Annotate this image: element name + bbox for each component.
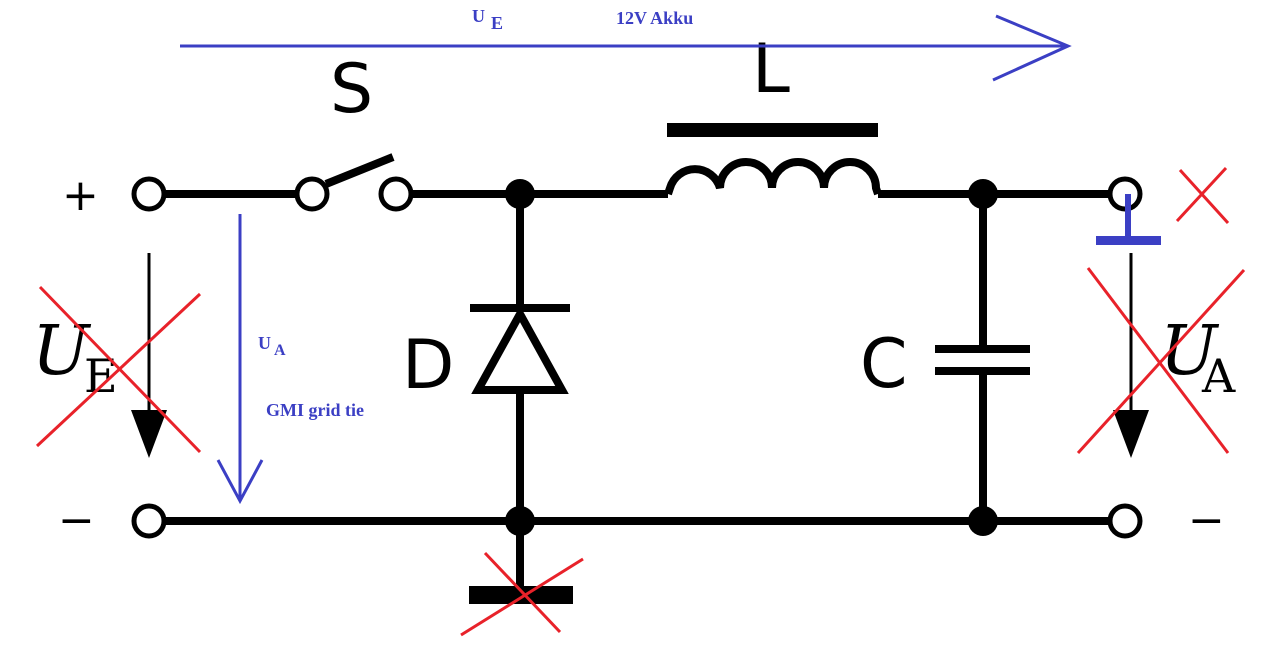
red-cross-ground	[460, 551, 584, 637]
capacitor-c	[935, 345, 1030, 375]
annotation-ue-symbol: U	[472, 6, 485, 26]
inductor-label: L	[752, 30, 790, 109]
red-cross-ue	[35, 285, 202, 454]
ground-bar	[469, 586, 573, 604]
diode-d	[470, 304, 570, 394]
switch-blade	[324, 153, 395, 188]
switch-label: S	[330, 50, 373, 129]
minus-label-right: −	[1188, 495, 1225, 546]
blue-arrow-left-head	[216, 459, 264, 505]
annotation-ue-subscript: E	[491, 13, 503, 33]
annotation-top-arrow	[180, 14, 1072, 82]
inductor-coil	[664, 158, 882, 196]
inductor-core-bar	[667, 123, 878, 137]
blue-arrow-top-head	[992, 14, 1072, 82]
diode-label: D	[402, 326, 454, 405]
plus-label-left: +	[62, 170, 99, 221]
junction-nodes	[505, 179, 998, 536]
ua-subscript: A	[1201, 349, 1236, 403]
node-bottom-cap	[968, 506, 998, 536]
wires	[162, 190, 1111, 592]
switch-contact-left	[294, 176, 330, 212]
diode-triangle	[471, 305, 569, 394]
annotation-ua-subscript: A	[274, 342, 286, 359]
switch-s	[294, 153, 414, 212]
node-bottom-diode	[505, 506, 535, 536]
annotation-12v-akku: 12V Akku	[616, 8, 693, 28]
blue-ground-symbol	[1096, 194, 1161, 245]
red-cross-ua	[1076, 267, 1246, 455]
voltage-arrow-ue	[131, 253, 167, 458]
annotation-left-arrow	[216, 214, 264, 505]
ue-symbol: U	[32, 312, 92, 391]
annotation-ua-symbol: U	[258, 333, 271, 353]
voltage-arrow-ua	[1113, 253, 1149, 458]
minus-label-left: −	[58, 495, 95, 546]
terminal-input-plus	[131, 176, 167, 212]
node-top-diode	[505, 179, 535, 209]
node-top-cap	[968, 179, 998, 209]
inductor-l	[664, 123, 882, 196]
annotation-gmi-grid-tie: GMI grid tie	[266, 400, 364, 420]
terminal-output-minus	[1107, 503, 1143, 539]
terminal-input-minus	[131, 503, 167, 539]
red-cross-plus-right	[1175, 166, 1230, 225]
switch-contact-right	[378, 176, 414, 212]
capacitor-label: C	[860, 325, 907, 404]
